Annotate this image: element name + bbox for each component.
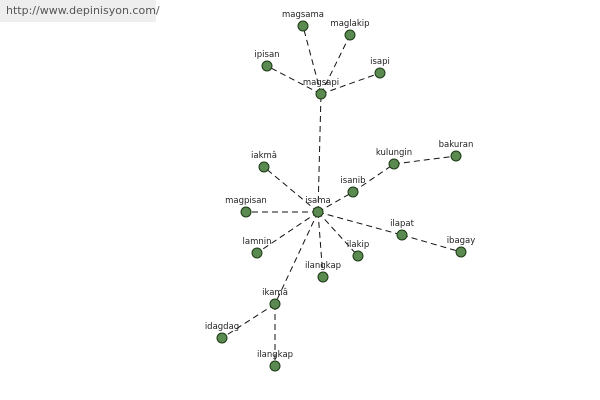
node-label: ilapat xyxy=(390,219,415,229)
node-magsapi[interactable]: magsapi xyxy=(303,78,339,100)
edge-isama-magsapi xyxy=(317,93,322,213)
node-ilapat[interactable]: ilapat xyxy=(390,219,415,241)
node-circle[interactable] xyxy=(317,271,329,283)
edge-magsapi-ipisan xyxy=(266,65,322,95)
node-ilakip[interactable]: ilakip xyxy=(347,240,370,262)
node-circle[interactable] xyxy=(258,161,270,173)
node-lamnin[interactable]: lamnin xyxy=(243,237,272,259)
node-circle[interactable] xyxy=(269,298,281,310)
edge-ilapat-ibagay xyxy=(401,234,462,253)
node-label: isanib xyxy=(340,176,365,186)
node-label: maglakip xyxy=(330,19,369,29)
edge-magsapi-maglakip xyxy=(320,34,351,95)
node-bakuran[interactable]: bakuran xyxy=(439,140,474,162)
edge-isama-isanib xyxy=(317,191,354,213)
node-isama[interactable]: isama xyxy=(305,196,331,218)
node-label: magsapi xyxy=(303,78,339,88)
edge-isama-ikama xyxy=(274,211,319,305)
node-circle[interactable] xyxy=(315,88,327,100)
graph-edges xyxy=(221,25,462,366)
node-circle[interactable] xyxy=(450,150,462,162)
node-label: ilangkap xyxy=(257,350,293,360)
edge-isama-iakma xyxy=(263,166,319,213)
node-circle[interactable] xyxy=(216,332,228,344)
node-label: magpisan xyxy=(225,196,267,206)
node-circle[interactable] xyxy=(240,206,252,218)
node-magsama[interactable]: magsama xyxy=(282,10,324,32)
edge-isama-lamnin xyxy=(256,211,319,254)
node-circle[interactable] xyxy=(374,67,386,79)
node-label: lamnin xyxy=(243,237,272,247)
node-iakma[interactable]: iakmâ xyxy=(251,151,277,173)
edge-magsapi-magsama xyxy=(302,25,322,95)
node-label: ibagay xyxy=(447,236,476,246)
node-label: isama xyxy=(305,196,331,206)
node-label: ikamâ xyxy=(262,288,288,298)
edge-magsapi-isapi xyxy=(320,72,381,95)
node-label: kulungin xyxy=(376,148,412,158)
node-isapi[interactable]: isapi xyxy=(370,57,390,79)
site-url[interactable]: http://www.depinisyon.com/ xyxy=(0,0,160,22)
edge-isama-ilangkap1 xyxy=(317,211,324,278)
node-label: ipisan xyxy=(254,50,279,60)
node-label: ilangkap xyxy=(305,261,341,271)
node-circle[interactable] xyxy=(297,20,309,32)
node-circle[interactable] xyxy=(269,360,281,372)
node-idagdag[interactable]: idagdag xyxy=(205,322,239,344)
node-label: isapi xyxy=(370,57,390,67)
node-ibagay[interactable]: ibagay xyxy=(447,236,476,258)
node-kulungin[interactable]: kulungin xyxy=(376,148,412,170)
node-circle[interactable] xyxy=(251,247,263,259)
node-ilangkap1[interactable]: ilangkap xyxy=(305,261,341,283)
node-circle[interactable] xyxy=(261,60,273,72)
node-magpisan[interactable]: magpisan xyxy=(225,196,267,218)
edge-isanib-kulungin xyxy=(352,163,395,193)
node-ipisan[interactable]: ipisan xyxy=(254,50,280,72)
node-circle[interactable] xyxy=(455,246,467,258)
node-circle[interactable] xyxy=(396,229,408,241)
node-label: iakmâ xyxy=(251,151,277,161)
edge-ikama-idagdag xyxy=(221,303,276,339)
node-circle[interactable] xyxy=(312,206,324,218)
edge-isama-ilapat xyxy=(317,211,403,236)
node-ilangkap2[interactable]: ilangkap xyxy=(257,350,293,372)
node-circle[interactable] xyxy=(344,29,356,41)
node-circle[interactable] xyxy=(388,158,400,170)
node-ikama[interactable]: ikamâ xyxy=(262,288,288,310)
edge-kulungin-bakuran xyxy=(393,155,457,165)
node-label: idagdag xyxy=(205,322,239,332)
node-circle[interactable] xyxy=(352,250,364,262)
graph-nodes: magsama maglakip ipisan isapi magsapi iakmâ ku… xyxy=(205,10,476,372)
node-label: bakuran xyxy=(439,140,474,150)
node-circle[interactable] xyxy=(347,186,359,198)
node-isanib[interactable]: isanib xyxy=(340,176,366,198)
node-maglakip[interactable]: maglakip xyxy=(330,19,370,41)
node-label: magsama xyxy=(282,10,324,20)
node-label: ilakip xyxy=(347,240,370,250)
